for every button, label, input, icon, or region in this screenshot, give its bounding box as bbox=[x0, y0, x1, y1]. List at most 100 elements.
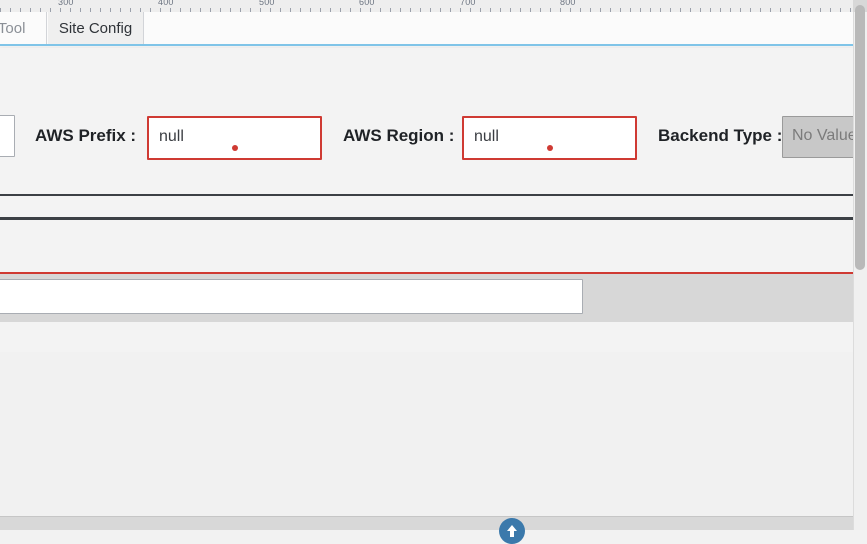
ruler-minor-tick bbox=[40, 8, 41, 12]
ruler-minor-tick bbox=[210, 8, 211, 12]
ruler-minor-tick bbox=[290, 8, 291, 12]
ruler-minor-tick bbox=[450, 8, 451, 12]
config-form-row: AWS Prefix : null AWS Region : null Back… bbox=[0, 48, 867, 194]
panel-body bbox=[0, 220, 853, 272]
ruler-minor-tick bbox=[440, 8, 441, 12]
ruler-minor-tick bbox=[520, 8, 521, 12]
ruler-label: 400 bbox=[158, 0, 174, 7]
ruler-minor-tick bbox=[490, 8, 491, 12]
ruler-minor-tick bbox=[190, 8, 191, 12]
ruler-minor-tick bbox=[100, 8, 101, 12]
ruler-minor-tick bbox=[510, 8, 511, 12]
toolbar-gap bbox=[0, 196, 853, 217]
ruler-minor-tick bbox=[570, 8, 571, 12]
ruler-minor-tick bbox=[200, 8, 201, 12]
backend-type-label: Backend Type : bbox=[658, 126, 783, 145]
separator-upper bbox=[0, 194, 853, 196]
ruler-minor-tick bbox=[590, 8, 591, 12]
ruler-minor-tick bbox=[660, 8, 661, 12]
separator-lower bbox=[0, 217, 853, 220]
ruler-minor-tick bbox=[320, 8, 321, 12]
aws-region-value: null bbox=[474, 128, 499, 145]
content-panel: AWS Prefix : null AWS Region : null Back… bbox=[0, 48, 867, 352]
ruler-minor-tick bbox=[700, 8, 701, 12]
ruler-minor-tick bbox=[20, 8, 21, 12]
ruler-minor-tick bbox=[610, 8, 611, 12]
ruler-minor-tick bbox=[90, 8, 91, 12]
ruler-minor-tick bbox=[60, 8, 61, 12]
aws-prefix-required-dot-icon bbox=[231, 145, 238, 151]
ruler-minor-tick bbox=[390, 8, 391, 12]
ruler-minor-tick bbox=[170, 8, 171, 12]
ruler-minor-tick bbox=[300, 8, 301, 12]
ruler-minor-tick bbox=[250, 8, 251, 12]
ruler-minor-tick bbox=[380, 8, 381, 12]
ruler-minor-tick bbox=[670, 8, 671, 12]
ruler-minor-tick bbox=[410, 8, 411, 12]
ruler-minor-tick bbox=[750, 8, 751, 12]
ruler-minor-tick bbox=[820, 8, 821, 12]
page-background bbox=[0, 352, 853, 530]
backend-type-value: No Value bbox=[792, 127, 857, 144]
ruler-minor-tick bbox=[400, 8, 401, 12]
ruler-minor-tick bbox=[240, 8, 241, 12]
ruler-minor-tick bbox=[330, 8, 331, 12]
ruler-minor-tick bbox=[220, 8, 221, 12]
ruler-minor-tick bbox=[160, 8, 161, 12]
ruler-label: 800 bbox=[560, 0, 576, 7]
tab-query-tool-label: y Tool bbox=[0, 19, 26, 37]
ruler-minor-tick bbox=[0, 8, 1, 12]
ruler-minor-tick bbox=[650, 8, 651, 12]
ruler-minor-tick bbox=[70, 8, 71, 12]
ruler-label: 500 bbox=[259, 0, 275, 7]
ruler-minor-tick bbox=[790, 8, 791, 12]
ruler-minor-tick bbox=[460, 8, 461, 12]
aws-region-required-dot-icon bbox=[546, 145, 553, 151]
ruler-minor-tick bbox=[30, 8, 31, 12]
ruler-minor-tick bbox=[370, 8, 371, 12]
aws-region-input[interactable]: null bbox=[462, 116, 637, 160]
ruler-minor-tick bbox=[690, 8, 691, 12]
vertical-scrollbar-thumb[interactable] bbox=[855, 5, 865, 270]
ruler-minor-tick bbox=[810, 8, 811, 12]
ruler-label: 300 bbox=[58, 0, 74, 7]
bottom-status-band bbox=[0, 516, 853, 530]
ruler-minor-tick bbox=[600, 8, 601, 12]
search-input[interactable] bbox=[0, 279, 583, 314]
ruler-minor-tick bbox=[680, 8, 681, 12]
ruler-minor-tick bbox=[280, 8, 281, 12]
ruler-minor-tick bbox=[430, 8, 431, 12]
ruler-minor-tick bbox=[710, 8, 711, 12]
ruler-minor-tick bbox=[480, 8, 481, 12]
ruler-minor-tick bbox=[580, 8, 581, 12]
ruler-minor-tick bbox=[150, 8, 151, 12]
ruler-minor-tick bbox=[140, 8, 141, 12]
tab-strip: y Tool Site Config bbox=[0, 12, 853, 46]
ruler-minor-tick bbox=[110, 8, 111, 12]
tab-site-config-label: Site Config bbox=[58, 19, 133, 37]
ruler-minor-tick bbox=[550, 8, 551, 12]
ruler-minor-tick bbox=[720, 8, 721, 12]
ruler-minor-tick bbox=[770, 8, 771, 12]
upload-arrow-icon[interactable] bbox=[499, 518, 525, 544]
aws-region-label: AWS Region : bbox=[343, 126, 455, 145]
ruler-label: 600 bbox=[359, 0, 375, 7]
ruler-minor-tick bbox=[10, 8, 11, 12]
aws-prefix-value: null bbox=[159, 128, 184, 145]
ruler-minor-tick bbox=[850, 8, 851, 12]
aws-prefix-input[interactable]: null bbox=[147, 116, 322, 160]
panel-footer bbox=[0, 322, 853, 352]
ruler-minor-tick bbox=[270, 8, 271, 12]
error-divider bbox=[0, 272, 853, 274]
ruler-minor-tick bbox=[230, 8, 231, 12]
ruler-minor-tick bbox=[780, 8, 781, 12]
ruler-minor-tick bbox=[760, 8, 761, 12]
ruler-minor-tick bbox=[130, 8, 131, 12]
ruler-minor-tick bbox=[800, 8, 801, 12]
aws-prefix-label: AWS Prefix : bbox=[35, 126, 137, 145]
ruler-minor-tick bbox=[560, 8, 561, 12]
tab-site-config[interactable]: Site Config bbox=[48, 12, 144, 44]
tab-query-tool[interactable]: y Tool bbox=[0, 12, 47, 44]
clipped-text-input[interactable] bbox=[0, 115, 15, 157]
